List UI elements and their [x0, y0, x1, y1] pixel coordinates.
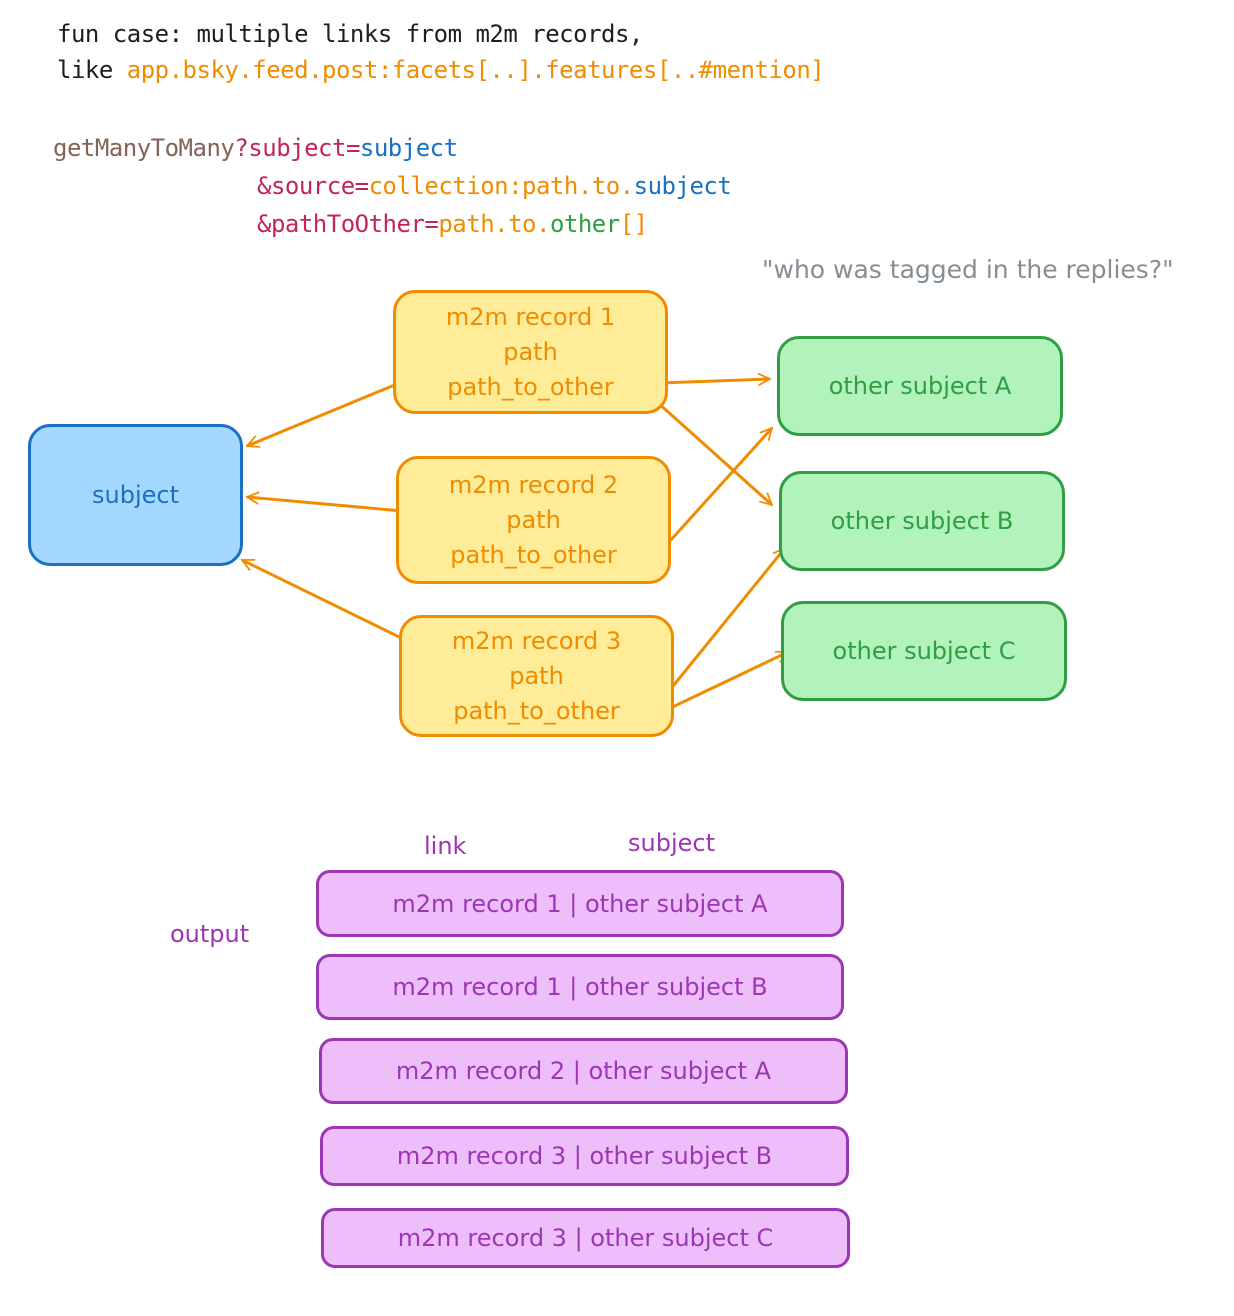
output-row: m2m record 1 | other subject A [316, 870, 844, 937]
output-row: m2m record 1 | other subject B [316, 954, 844, 1020]
query-param-pathtoother-brackets: [] [619, 210, 648, 238]
other-subject-node: other subject C [781, 601, 1067, 701]
output-row: m2m record 3 | other subject C [321, 1208, 850, 1268]
other-subject-node: other subject A [777, 336, 1063, 436]
annotation-question: "who was tagged in the replies?" [762, 255, 1174, 284]
query-param-source-key: &source= [257, 172, 369, 200]
record-path: path [503, 337, 558, 366]
header-line-2: like app.bsky.feed.post:facets[..].featu… [57, 56, 825, 84]
record-path-to-other: path_to_other [447, 372, 614, 401]
output-label: output [170, 920, 250, 948]
query-param-subject-value: subject [359, 134, 458, 162]
subject-node-label: subject [92, 481, 179, 509]
query-param-subject-key: ?subject= [234, 134, 360, 162]
query-param-pathtoother-key: &pathToOther= [257, 210, 439, 238]
output-column-link-header: link [424, 832, 467, 860]
record-path-to-other: path_to_other [453, 696, 620, 725]
query-function-name: getManyToMany [53, 134, 235, 162]
output-row-text: m2m record 2 | other subject A [395, 1057, 772, 1085]
query-param-source-subject: subject [633, 172, 732, 200]
header-line-1: fun case: multiple links from m2m record… [57, 20, 643, 48]
arrow-record3-to-other-b [654, 548, 785, 708]
other-subject-label: other subject A [828, 372, 1012, 400]
record-path-to-other: path_to_other [450, 540, 617, 569]
query-line-3: &pathToOther=path.to.other[] [257, 210, 648, 238]
record-title: m2m record 3 [451, 626, 622, 655]
query-param-pathtoother-value: path.to. [438, 210, 550, 238]
record-title: m2m record 2 [448, 470, 619, 499]
header-like-prefix: like [57, 56, 127, 84]
output-row-text: m2m record 1 | other subject B [392, 973, 768, 1001]
record-path: path [506, 505, 561, 534]
subject-node: subject [28, 424, 243, 566]
m2m-record-node: m2m record 2 path path_to_other [396, 456, 671, 584]
m2m-record-node: m2m record 3 path path_to_other [399, 615, 674, 737]
record-title: m2m record 1 [445, 302, 616, 331]
header-code-path: app.bsky.feed.post:facets[..].features[.… [126, 56, 825, 84]
arrow-record3-to-other-c [661, 650, 788, 714]
record-path: path [509, 661, 564, 690]
arrow-record2-to-other-a [658, 428, 772, 554]
query-param-pathtoother-other: other [549, 210, 620, 238]
output-row-text: m2m record 3 | other subject C [397, 1224, 774, 1252]
m2m-record-node: m2m record 1 path path_to_other [393, 290, 668, 414]
other-subject-label: other subject B [830, 507, 1014, 535]
arrow-record1-to-other-b [655, 400, 772, 505]
other-subject-node: other subject B [779, 471, 1065, 571]
other-subject-label: other subject C [832, 637, 1016, 665]
query-param-source-value: collection:path.to. [368, 172, 635, 200]
output-row: m2m record 2 | other subject A [319, 1038, 848, 1104]
query-line-1: getManyToMany?subject=subject [53, 134, 458, 162]
output-row-text: m2m record 3 | other subject B [396, 1142, 773, 1170]
output-row: m2m record 3 | other subject B [320, 1126, 849, 1186]
output-column-subject-header: subject [628, 829, 715, 857]
query-line-2: &source=collection:path.to.subject [257, 172, 732, 200]
arrow-record1-to-other-a [659, 379, 770, 383]
output-row-text: m2m record 1 | other subject A [392, 889, 768, 918]
